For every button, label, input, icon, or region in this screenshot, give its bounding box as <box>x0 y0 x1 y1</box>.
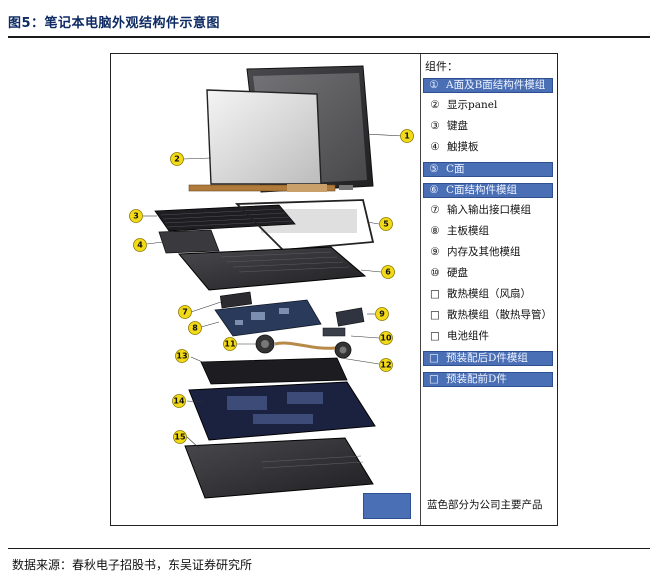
legend-item-number: ⑩ <box>430 267 440 279</box>
callout-9: 9 <box>375 307 389 321</box>
legend-item: ① A面及B面结构件模组 <box>423 78 553 93</box>
legend-item-label: C面结构件模组 <box>446 184 518 196</box>
svg-text:2: 2 <box>174 155 180 164</box>
legend-item-label: 键盘 <box>447 120 468 132</box>
callout-5: 5 <box>379 217 393 231</box>
legend-item: ⑤ C面 <box>423 162 553 177</box>
legend-item-number: ⑧ <box>430 225 440 237</box>
keyboard <box>154 204 296 232</box>
legend-item-number: □ <box>430 309 440 321</box>
bottom-rule <box>8 548 650 549</box>
callout-6: 6 <box>381 265 395 279</box>
ssd <box>322 327 346 337</box>
legend-item-number: ④ <box>430 141 440 153</box>
legend-item: ② 显示panel <box>425 99 553 112</box>
legend-item: ⑦ 输入输出接口模组 <box>425 204 553 217</box>
legend-item: ⑧ 主板模组 <box>425 225 553 238</box>
mainboard <box>214 299 322 337</box>
legend-item-number: ② <box>430 99 440 111</box>
legend-item: □ 散热模组（散热导管） <box>425 309 553 322</box>
legend-item: ③ 键盘 <box>425 120 553 133</box>
callout-8: 8 <box>188 321 202 335</box>
legend-item-label: 主板模组 <box>447 225 489 237</box>
component-legend: 组件： ① A面及B面结构件模组 ② 显示panel ③ 键盘 ④ 触摸板 ⑤ C面 ⑥ C面结构件模… <box>423 54 555 525</box>
legend-divider <box>420 54 421 525</box>
svg-text:6: 6 <box>385 268 391 277</box>
svg-text:8: 8 <box>192 324 198 333</box>
legend-item-number: □ <box>429 352 439 364</box>
legend-item-number: ⑥ <box>429 184 439 196</box>
legend-item-label: 预装配前D件 <box>446 373 507 385</box>
legend-item-number: □ <box>430 330 440 342</box>
legend-item-label: 散热模组（风扇） <box>447 288 531 300</box>
exploded-laptop-illustration: 1 2 3 4 5 6 7 8 9 10 11 12 13 14 15 <box>129 65 414 499</box>
callout-3: 3 <box>129 209 143 223</box>
legend-item-label: A面及B面结构件模组 <box>446 79 546 91</box>
io-module <box>219 291 253 309</box>
legend-item-label: 触摸板 <box>447 141 479 153</box>
callout-1: 1 <box>400 129 414 143</box>
svg-text:4: 4 <box>137 241 143 250</box>
legend-item-number: □ <box>429 373 439 385</box>
legend-item-label: 硬盘 <box>447 267 468 279</box>
svg-text:5: 5 <box>383 220 389 229</box>
callout-11: 11 <box>223 337 237 351</box>
legend-item: ⑥ C面结构件模组 <box>423 183 553 198</box>
callout-10: 10 <box>379 331 393 345</box>
display-panel <box>206 89 322 185</box>
svg-text:14: 14 <box>173 397 185 406</box>
svg-text:1: 1 <box>404 132 410 141</box>
legend-item: □ 散热模组（风扇） <box>425 288 553 301</box>
touchpad <box>158 229 220 254</box>
callout-14: 14 <box>172 394 186 408</box>
legend-item-number: ⑦ <box>430 204 440 216</box>
svg-text:9: 9 <box>379 310 385 319</box>
callout-7: 7 <box>178 305 192 319</box>
source-note: 数据来源：春秋电子招股书，东吴证券研究所 <box>12 558 253 572</box>
legend-item-number: ① <box>429 79 439 91</box>
svg-text:12: 12 <box>380 361 391 370</box>
swatch-note: 蓝色部分为公司主要产品 <box>427 499 543 511</box>
c-face-module <box>177 246 367 291</box>
legend-item-number: ③ <box>430 120 440 132</box>
callout-15: 15 <box>173 430 187 444</box>
heat-pipe <box>274 341 336 350</box>
callout-4: 4 <box>133 238 147 252</box>
legend-item: ⑨ 内存及其他模组 <box>425 246 553 259</box>
svg-text:13: 13 <box>176 352 187 361</box>
legend-item-label: 内存及其他模组 <box>447 246 521 258</box>
legend-item-label: 输入输出接口模组 <box>447 204 531 216</box>
legend-item-number: □ <box>430 288 440 300</box>
svg-text:3: 3 <box>133 212 139 221</box>
legend-item-label: 电池组件 <box>447 330 489 342</box>
callout-13: 13 <box>175 349 189 363</box>
callout-2: 2 <box>170 152 184 166</box>
legend-item: □ 预装配前D件 <box>423 372 553 387</box>
svg-text:10: 10 <box>380 334 392 343</box>
d-shell-raw <box>184 437 374 499</box>
d-shell-assembled <box>188 381 376 441</box>
svg-text:7: 7 <box>182 308 188 317</box>
legend-item: □ 电池组件 <box>425 330 553 343</box>
svg-text:11: 11 <box>224 340 236 349</box>
legend-item-number: ⑤ <box>429 163 439 175</box>
legend-item-label: 显示panel <box>447 99 498 111</box>
figure-title: 图5：笔记本电脑外观结构件示意图 <box>8 16 221 31</box>
legend-item-label: C面 <box>446 163 465 175</box>
legend-item: ④ 触摸板 <box>425 141 553 154</box>
top-rule <box>8 36 650 38</box>
legend-header: 组件： <box>425 60 458 73</box>
callout-12: 12 <box>379 358 393 372</box>
svg-text:15: 15 <box>174 433 186 442</box>
memory-module <box>335 307 365 327</box>
legend-item-label: 预装配后D件模组 <box>446 352 528 364</box>
legend-item: □ 预装配后D件模组 <box>423 351 553 366</box>
highlight-swatch <box>363 493 411 519</box>
legend-item-number: ⑨ <box>430 246 440 258</box>
battery <box>200 357 348 385</box>
c-face <box>234 199 375 251</box>
legend-item: ⑩ 硬盘 <box>425 267 553 280</box>
figure-frame: 1 2 3 4 5 6 7 8 9 10 11 12 13 14 15 组件： … <box>110 53 558 526</box>
legend-item-label: 散热模组（散热导管） <box>447 309 552 321</box>
